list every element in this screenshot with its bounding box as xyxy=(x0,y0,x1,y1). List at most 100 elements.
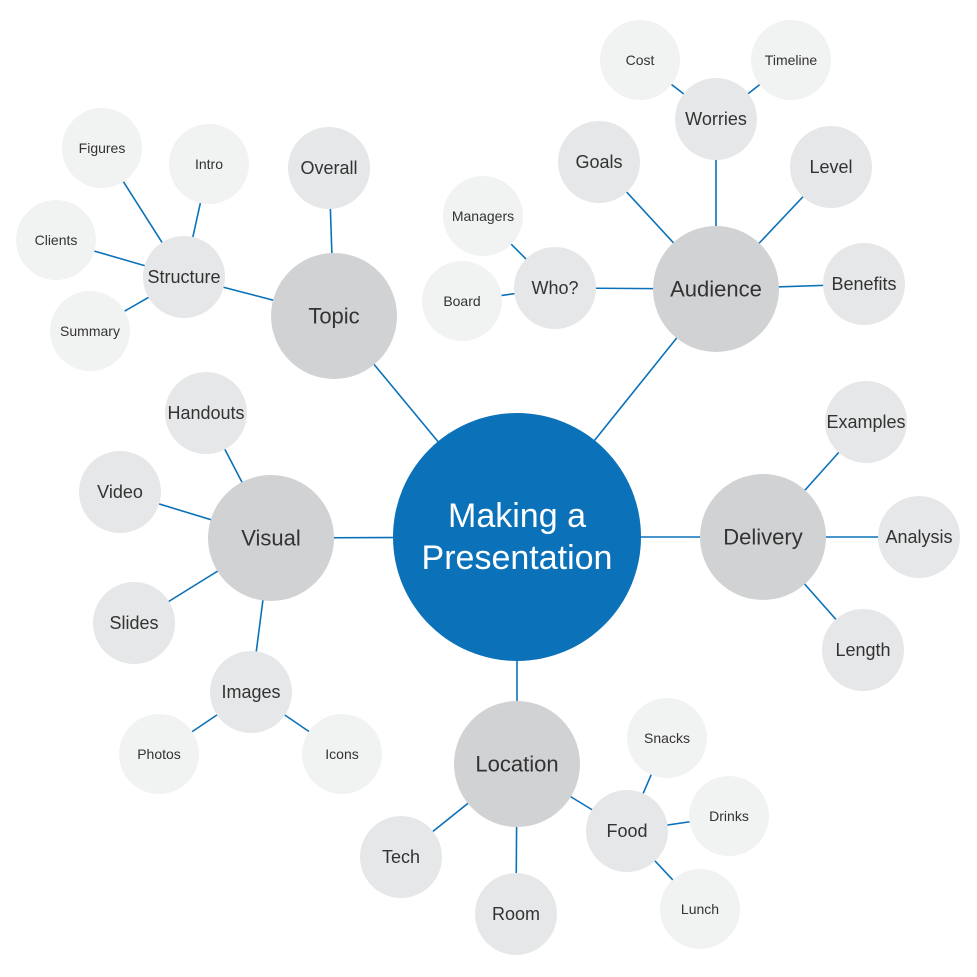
tertiary-node-label: Board xyxy=(443,293,480,309)
primary-node-circle xyxy=(653,226,779,352)
secondary-node-label: Overall xyxy=(300,158,357,178)
node-handouts: Handouts xyxy=(165,372,247,454)
primary-node-label: Delivery xyxy=(723,525,802,550)
node-overall: Overall xyxy=(288,127,370,209)
secondary-node-circle xyxy=(360,816,442,898)
center-title-line: Making a xyxy=(448,497,586,535)
primary-node-circle xyxy=(454,701,580,827)
node-images: Images xyxy=(210,651,292,733)
node-room: Room xyxy=(475,873,557,955)
tertiary-node-circle xyxy=(302,714,382,794)
secondary-node-circle xyxy=(878,496,960,578)
node-goals: Goals xyxy=(558,121,640,203)
tertiary-node-circle xyxy=(16,200,96,280)
secondary-node-label: Food xyxy=(606,821,647,841)
tertiary-node-label: Snacks xyxy=(644,730,690,746)
secondary-node-label: Worries xyxy=(685,109,747,129)
node-snacks: Snacks xyxy=(627,698,707,778)
secondary-node-label: Handouts xyxy=(167,403,244,423)
secondary-node-label: Who? xyxy=(531,278,578,298)
center-node-circle xyxy=(393,413,641,661)
node-structure: Structure xyxy=(143,236,225,318)
node-location: Location xyxy=(454,701,580,827)
tertiary-node-circle xyxy=(50,291,130,371)
center-title-line: Presentation xyxy=(422,539,613,577)
tertiary-node-label: Summary xyxy=(60,323,120,339)
node-food: Food xyxy=(586,790,668,872)
secondary-node-circle xyxy=(93,582,175,664)
tertiary-node-label: Timeline xyxy=(765,52,818,68)
tertiary-node-circle xyxy=(689,776,769,856)
secondary-node-label: Examples xyxy=(826,412,905,432)
primary-node-label: Visual xyxy=(241,526,301,551)
primary-node-label: Audience xyxy=(670,277,762,302)
secondary-node-label: Level xyxy=(809,157,852,177)
node-clients: Clients xyxy=(16,200,96,280)
tertiary-node-circle xyxy=(169,124,249,204)
secondary-node-label: Tech xyxy=(382,847,420,867)
node-benefits: Benefits xyxy=(823,243,905,325)
node-board: Board xyxy=(422,261,502,341)
secondary-node-circle xyxy=(514,247,596,329)
node-intro: Intro xyxy=(169,124,249,204)
secondary-node-label: Slides xyxy=(109,613,158,633)
secondary-node-circle xyxy=(475,873,557,955)
tertiary-node-label: Cost xyxy=(626,52,655,68)
tertiary-node-circle xyxy=(62,108,142,188)
secondary-node-circle xyxy=(825,381,907,463)
primary-node-label: Location xyxy=(475,752,558,777)
node-figures: Figures xyxy=(62,108,142,188)
node-center: Making a Presentation xyxy=(393,413,641,661)
secondary-node-circle xyxy=(79,451,161,533)
secondary-node-circle xyxy=(823,243,905,325)
node-drinks: Drinks xyxy=(689,776,769,856)
secondary-node-label: Length xyxy=(835,640,890,660)
node-icons: Icons xyxy=(302,714,382,794)
node-level: Level xyxy=(790,126,872,208)
tertiary-node-label: Photos xyxy=(137,746,181,762)
node-summary: Summary xyxy=(50,291,130,371)
tertiary-node-circle xyxy=(627,698,707,778)
tertiary-node-label: Icons xyxy=(325,746,358,762)
tertiary-node-label: Managers xyxy=(452,208,514,224)
tertiary-node-circle xyxy=(660,869,740,949)
node-analysis: Analysis xyxy=(878,496,960,578)
secondary-node-label: Images xyxy=(221,682,280,702)
node-audience: Audience xyxy=(653,226,779,352)
tertiary-node-label: Clients xyxy=(35,232,78,248)
secondary-node-circle xyxy=(822,609,904,691)
tertiary-node-label: Lunch xyxy=(681,901,719,917)
node-cost: Cost xyxy=(600,20,680,100)
secondary-node-label: Analysis xyxy=(885,527,952,547)
node-tech: Tech xyxy=(360,816,442,898)
node-video: Video xyxy=(79,451,161,533)
secondary-node-label: Goals xyxy=(575,152,622,172)
node-lunch: Lunch xyxy=(660,869,740,949)
secondary-node-circle xyxy=(210,651,292,733)
primary-node-circle xyxy=(700,474,826,600)
node-managers: Managers xyxy=(443,176,523,256)
primary-node-circle xyxy=(208,475,334,601)
secondary-node-circle xyxy=(143,236,225,318)
secondary-node-label: Benefits xyxy=(831,274,896,294)
tertiary-node-circle xyxy=(119,714,199,794)
secondary-node-label: Room xyxy=(492,904,540,924)
node-visual: Visual xyxy=(208,475,334,601)
tertiary-node-circle xyxy=(600,20,680,100)
primary-node-label: Topic xyxy=(308,304,359,329)
secondary-node-circle xyxy=(558,121,640,203)
secondary-node-circle xyxy=(165,372,247,454)
secondary-node-circle xyxy=(790,126,872,208)
node-delivery: Delivery xyxy=(700,474,826,600)
secondary-node-label: Video xyxy=(97,482,143,502)
node-photos: Photos xyxy=(119,714,199,794)
primary-node-circle xyxy=(271,253,397,379)
tertiary-node-circle xyxy=(751,20,831,100)
node-topic: Topic xyxy=(271,253,397,379)
tertiary-node-label: Intro xyxy=(195,156,223,172)
node-timeline: Timeline xyxy=(751,20,831,100)
secondary-node-circle xyxy=(675,78,757,160)
